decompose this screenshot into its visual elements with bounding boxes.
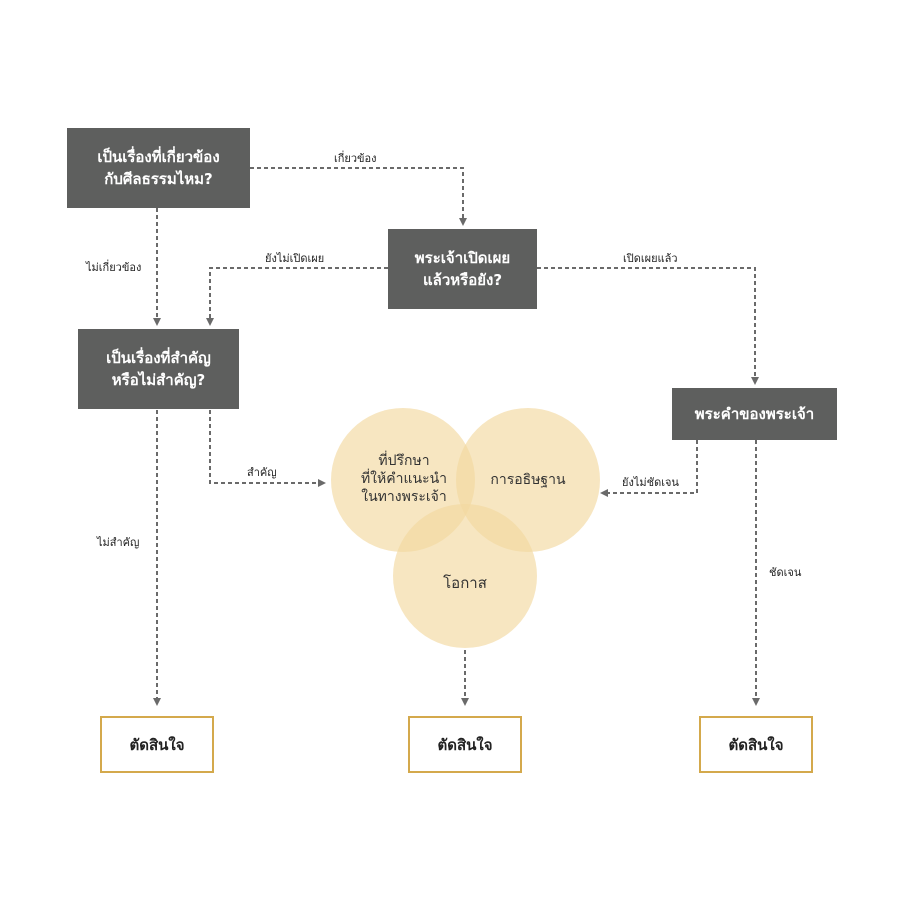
circle-prayer-label: การอธิษฐาน [468,471,588,489]
edge-important [209,410,326,487]
box-revealed-line2: แล้วหรือยัง? [422,271,503,289]
edge-label-important: สำคัญ [245,463,279,481]
box-word-line1: พระคำของพระเจ้า [694,405,815,423]
box-important-question: เป็นเรื่องที่สำคัญ หรือไม่สำคัญ? [78,329,239,409]
edge-label-revealed: เปิดเผยแล้ว [621,249,680,267]
edge-label-not-revealed: ยังไม่เปิดเผย [263,249,327,267]
box-revealed-line1: พระเจ้าเปิดเผย [414,249,511,267]
outcome-center: ตัดสินใจ [408,716,522,773]
counsel-line2: ที่ให้คำแนะนำ [360,471,448,487]
circle-counsel-label: ที่ปรึกษา ที่ให้คำแนะนำ ในทางพระเจ้า [334,452,474,506]
outcome-left-label: ตัดสินใจ [129,735,185,754]
box-ethics-line2: กับศีลธรรมไหม? [104,170,213,188]
outcome-left: ตัดสินใจ [100,716,214,773]
edge-label-related: เกี่ยวข้อง [332,149,379,167]
box-ethics-line1: เป็นเรื่องที่เกี่ยวข้อง [97,148,220,166]
box-revealed-question: พระเจ้าเปิดเผย แล้วหรือยัง? [388,229,537,309]
circle-opportunity-label: โอกาส [405,574,525,592]
outcome-right: ตัดสินใจ [699,716,813,773]
edge-revealed [537,267,759,385]
circle-opportunity [393,504,537,648]
edge-label-not-related: ไม่เกี่ยวข้อง [84,258,144,276]
box-ethics-question: เป็นเรื่องที่เกี่ยวข้อง กับศีลธรรมไหม? [67,128,250,208]
edge-label-not-clear: ยังไม่ชัดเจน [620,473,681,491]
counsel-line1: ที่ปรึกษา [378,453,430,469]
opportunity-text: โอกาส [443,574,487,592]
edge-related [250,167,467,226]
box-important-line2: หรือไม่สำคัญ? [111,371,206,389]
counsel-line3: ในทางพระเจ้า [361,489,447,505]
box-important-line1: เป็นเรื่องที่สำคัญ [106,349,211,367]
box-word-of-god: พระคำของพระเจ้า [672,388,837,440]
edge-label-clear: ชัดเจน [767,563,804,581]
edge-label-not-important: ไม่สำคัญ [95,533,142,551]
edge-not-revealed [206,267,388,326]
prayer-text: การอธิษฐาน [490,472,566,488]
venn-diagram [331,408,600,648]
outcome-center-label: ตัดสินใจ [437,735,493,754]
outcome-right-label: ตัดสินใจ [728,735,784,754]
edge-not-clear [600,440,698,497]
